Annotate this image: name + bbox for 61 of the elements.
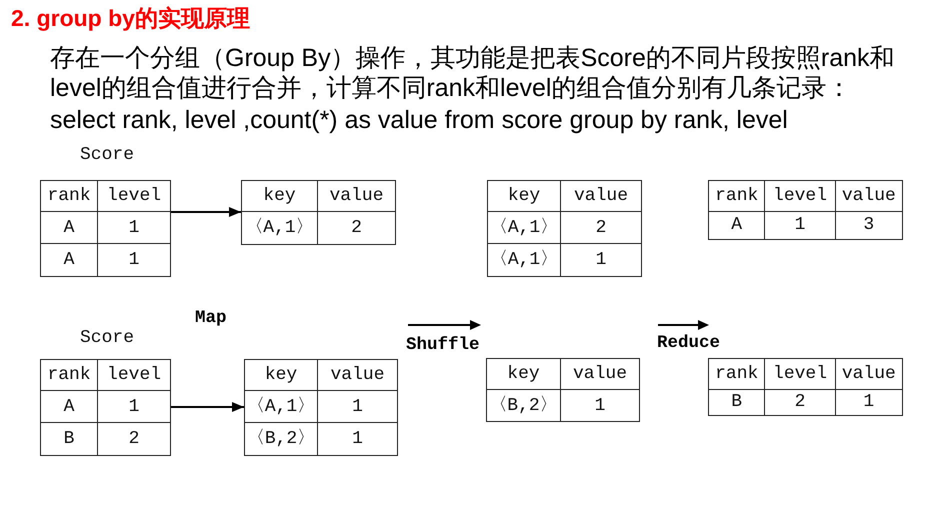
column-header: value [318,360,397,392]
phase-label: Map [195,308,227,328]
column-header: rank [41,360,98,392]
table-caption: Score [80,145,134,165]
table-cell-text: 3 [862,214,876,238]
table-cell: 〈A,1〉 [488,212,562,244]
table-cell-text: 1 [594,248,608,272]
phase-label: Shuffle [406,335,480,355]
data-table [40,180,171,277]
data-table [244,359,398,456]
column-header: key [245,360,318,392]
table-cell: A [41,391,98,423]
table-cell: A [41,244,98,276]
column-header: value [561,181,641,212]
table-cell: 〈A,1〉 [488,244,562,276]
table-cell-text: 1 [594,394,606,418]
data-table [486,358,640,422]
table-cell: A [709,212,766,239]
table-cell-text: 1 [862,391,876,414]
column-header: rank [709,359,766,390]
arrow [171,207,241,217]
column-header: rank [41,181,98,212]
table-cell: 〈B,2〉 [487,390,562,421]
table-cell-text: 2 [128,428,140,451]
data-table [708,180,903,240]
data-table [487,180,642,277]
column-header: level [765,359,836,390]
data-table [241,180,396,245]
column-header: key [242,181,318,212]
title: 2. group by的实现原理 [11,4,250,32]
column-header: rank [709,181,766,212]
table-cell-text: 2 [350,217,363,240]
data-table [708,358,903,416]
table-cell-text: 1 [128,248,140,272]
table-cell: B [41,422,98,455]
table-cell: 1 [318,391,397,423]
table-cell: 1 [98,391,170,423]
table-cell-text: 1 [351,428,364,451]
table-cell: 2 [765,390,836,415]
table-cell: 〈A,1〉 [245,391,318,423]
table-cell: 〈B,2〉 [245,422,318,455]
data-table [40,359,171,456]
column-header: value [836,181,902,212]
table-cell: B [709,390,766,415]
table-cell: 1 [765,212,836,239]
column-header: value [318,181,395,212]
column-header: level [98,360,170,392]
table-cell: A [41,212,98,244]
column-header: level [98,181,170,212]
column-header: value [561,359,639,390]
column-header: value [836,359,902,390]
table-cell: 1 [98,212,170,244]
column-header: key [488,181,562,212]
table-caption: Score [80,328,134,348]
query-text: select rank, level ,count(*) as value from score group by rank, level [50,105,788,135]
table-cell: 〈A,1〉 [242,212,318,244]
arrow [171,402,244,412]
column-header: level [765,181,836,212]
table-cell: 2 [561,212,641,244]
column-header: key [487,359,562,390]
phase-label: Reduce [657,333,720,353]
